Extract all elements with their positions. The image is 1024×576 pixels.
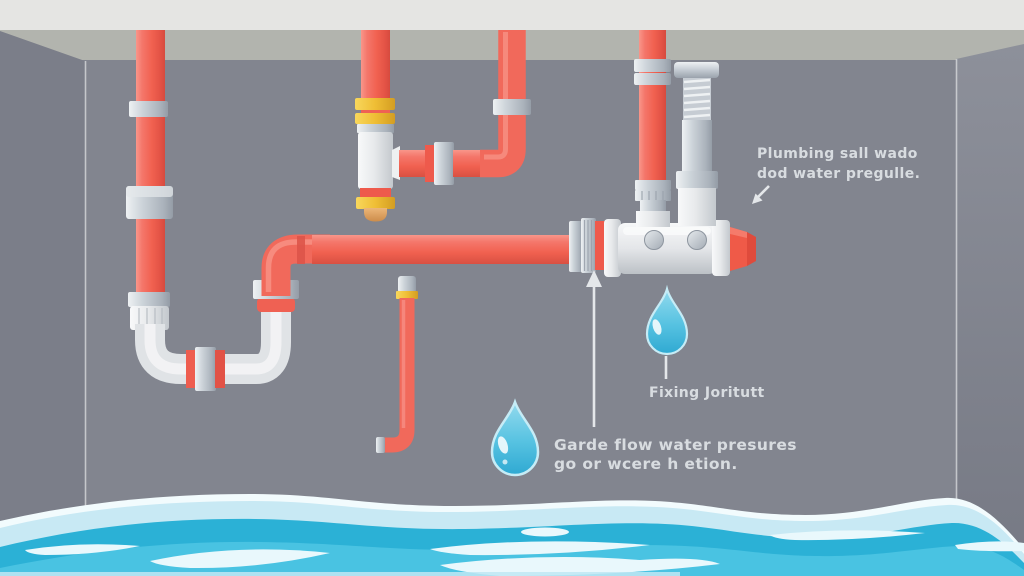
water-waves <box>0 494 1024 576</box>
thin-drain-pipe <box>376 276 418 453</box>
valve-right-flange <box>712 220 730 276</box>
water-highlights <box>25 527 1024 576</box>
pipe-collar <box>128 292 170 307</box>
yellow-ring <box>355 113 395 124</box>
ceiling <box>0 0 1024 31</box>
gray-cap <box>398 276 416 293</box>
water-drop-icon <box>490 398 540 477</box>
pressure-valve-assembly <box>569 30 756 277</box>
brass-drain-cap <box>364 208 387 222</box>
main-horizontal-pipe <box>261 234 571 296</box>
valve-feed-pipe <box>634 30 671 227</box>
valve-left-flange <box>604 219 621 277</box>
arrow-up-icon <box>586 270 602 427</box>
arrow-down-left-icon <box>752 185 770 204</box>
trap-red-flare <box>257 298 295 312</box>
valve-bolt <box>644 230 664 250</box>
pipe-collar <box>129 101 168 117</box>
red-collar <box>425 145 435 182</box>
pipe-end-cap <box>376 437 385 453</box>
threaded-stem-fitting <box>674 62 719 226</box>
left-vertical-pipe <box>126 30 173 330</box>
gray-coupling <box>434 142 454 185</box>
left-wall <box>0 31 85 576</box>
tee-valve-assembly <box>355 30 531 222</box>
note-bottom-line2: go or wcere h etion. <box>554 455 738 473</box>
red-collar <box>595 221 605 270</box>
yellow-ring <box>356 197 395 209</box>
joint-label: Fixing Joritutt <box>649 385 765 401</box>
note-bottom-line1: Garde flow water presures <box>554 436 797 454</box>
trap-union-coupling <box>186 347 225 391</box>
tee-valve-body <box>358 132 393 189</box>
red-reducer-cone <box>730 227 747 271</box>
yellow-ring <box>355 98 395 110</box>
valve-bolt <box>687 230 707 250</box>
elbow-seam <box>297 236 305 264</box>
yellow-ring <box>396 291 418 299</box>
smooth-ring <box>569 221 582 272</box>
annotations: Plumbing sall wado dod water pregulle. F… <box>554 146 920 473</box>
note-top-right-line1: Plumbing sall wado <box>757 146 918 162</box>
note-top-right-line2: dod water pregulle. <box>757 166 920 182</box>
right-wall <box>956 44 1024 576</box>
pipe-collar <box>493 99 531 115</box>
water-drop-icon <box>645 284 689 356</box>
